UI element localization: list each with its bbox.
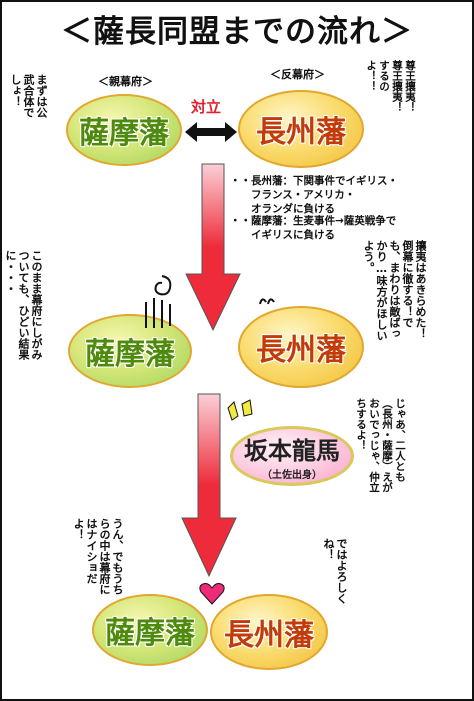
speech-satsuma-2: このまま幕府にしがみついても、ひどい結果に・・・ [4,250,43,360]
down-arrow-icon [181,393,237,578]
double-arrow-icon [185,122,237,142]
satsuma-node-2: 薩摩藩 [68,314,192,388]
speech-satsuma-3: うん、でもうちらの中は幕府にはナイショだよ！ [72,518,124,595]
sakamoto-origin: （土佐出身） [262,470,322,481]
spark-icon [227,399,253,421]
speech-satsuma-1: まずは公武合体でしょ！ [9,74,48,118]
page-title: ＜薩長同盟までの流れ＞ [61,14,413,50]
choshu-node-2: 長州藩 [238,306,364,388]
spark-icon [259,298,275,305]
speech-choshu-2: 攘夷はあきらめた！倒幕に徹する！でも、まわりは敵ばっかり…味方がほしいよう。 [362,240,427,341]
conflict-label: 対立 [191,98,222,116]
down-arrow-icon [185,163,241,332]
speech-choshu-3: ではよろしくね！ [322,538,348,604]
caption-hanbakufu: ＜反幕府＞ [270,68,325,81]
satsuma-node-3: 薩摩藩 [92,594,208,666]
sweat-icon [145,275,172,328]
speech-sakamoto: じゃあ、二人とも（長州・薩摩）えがおいでっじゃ、仲立ちするよ！ [355,398,406,493]
speech-choshu-1: 尊王攘夷！尊王攘夷！するのよ！！ [365,60,416,113]
choshu-node-3: 長州藩 [210,594,328,670]
choshu-node-1: 長州藩 [238,90,364,168]
note-choshu-event: ・・長州藩：下関事件でイギリス・ フランス・アメリカ・ オランダに負ける [230,175,398,215]
caption-shinbakufu: ＜親幕府＞ [98,75,153,88]
sakamoto-name: 坂本龍馬 [244,437,340,465]
note-satsuma-event: ・・薩摩藩：生麦事件→薩英戦争で イギリスに負ける [230,215,397,241]
satsuma-node-1: 薩摩藩 [66,94,182,166]
sakamoto-node: 坂本龍馬 （土佐出身） [230,426,354,486]
heart-icon [199,583,225,605]
